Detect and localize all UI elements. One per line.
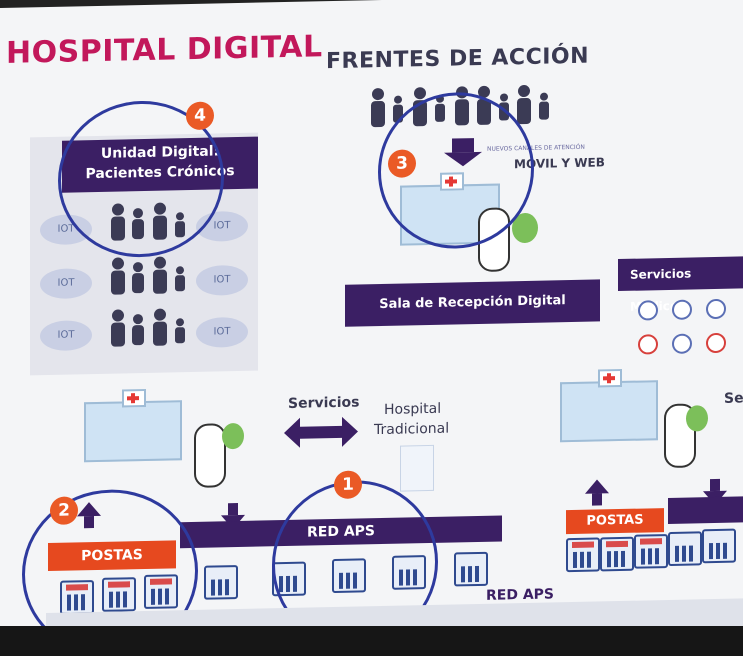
arrow-up-stem [592, 493, 602, 506]
servicios-label-partial: Se [724, 390, 743, 407]
hospital-cross-icon [122, 388, 146, 408]
double-arrow-icon [284, 416, 358, 448]
servicios-medicos-box: Servicios Médicos [618, 256, 743, 314]
hospital-cross-icon [598, 368, 622, 388]
service-icon [638, 334, 658, 355]
arrow-up-icon [585, 479, 609, 494]
tree-icon [686, 405, 708, 432]
red-aps-bottom-label: RED APS [486, 586, 555, 604]
families-row-icon [371, 85, 549, 128]
hospital-label: Hospital [384, 400, 442, 418]
tradicional-label: Tradicional [374, 420, 450, 439]
service-icon [672, 299, 692, 320]
hospital-icon [84, 388, 182, 463]
arrow-down-stem [710, 478, 720, 492]
service-icon [672, 333, 692, 354]
service-icon [706, 332, 726, 354]
postas-label: POSTAS [566, 508, 664, 535]
screen-bezel-bottom [0, 626, 743, 656]
clinic-icon [566, 537, 600, 573]
badge-4: 4 [186, 101, 214, 131]
tree-icon [222, 422, 244, 450]
red-aps-bar [668, 496, 743, 525]
slide-subtitle: FRENTES DE ACCIÓN [326, 43, 590, 75]
slide-title: HOSPITAL DIGITAL [6, 29, 323, 71]
arrow-down-stem [228, 503, 238, 516]
family-icon [111, 202, 185, 241]
clinic-icon [204, 565, 238, 600]
clinic-icon [668, 531, 702, 567]
clinic-icon [702, 528, 736, 564]
sala-recepcion-box: Sala de Recepción Digital [345, 279, 600, 327]
clinic-icon [600, 536, 634, 572]
family-icon [111, 308, 185, 347]
pointing-hand-icon [194, 423, 226, 488]
hospital-outline-icon [400, 444, 434, 492]
hospital-icon [560, 368, 658, 443]
clinic-icon [634, 534, 668, 569]
service-icon [706, 298, 726, 320]
clinic-icon [454, 551, 488, 587]
family-icon [111, 256, 185, 295]
servicios-label: Servicios [288, 394, 360, 412]
